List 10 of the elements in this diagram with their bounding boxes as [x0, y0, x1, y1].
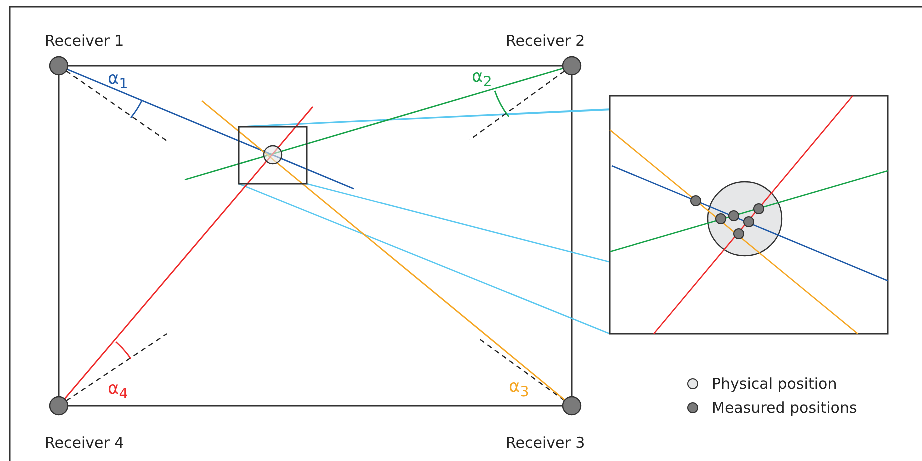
angle-label: α$_{1}$ — [108, 69, 128, 94]
receiver-label: Receiver 3 — [506, 434, 586, 452]
legend-label: Physical position — [712, 375, 838, 393]
angle-label: α$_{2}$ — [472, 67, 492, 92]
angle-label: α$_{4}$ — [108, 379, 128, 404]
angle-label: α$_{3}$ — [509, 377, 530, 402]
legend-label: Measured positions — [712, 399, 858, 417]
receiver-label: Receiver 1 — [45, 32, 124, 50]
receiver-label: Receiver 2 — [506, 32, 586, 50]
receiver-label: Receiver 4 — [45, 434, 124, 452]
